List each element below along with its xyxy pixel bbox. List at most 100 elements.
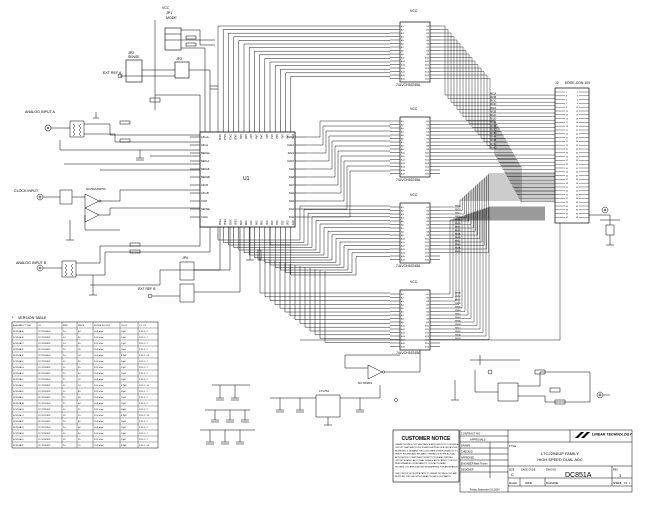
j2-pin-num: 21: [566, 130, 568, 132]
out-net-label-u4: RN4B: [455, 237, 461, 239]
buffer-pin-label-a: A14: [401, 251, 406, 254]
tb-title-line1: LTC2294IUP FAMILY: [541, 451, 579, 456]
bus-line-b2: [264, 259, 390, 298]
u1-right-pin-label: DA10: [288, 159, 295, 163]
j2-pin-num: 45: [566, 175, 568, 177]
j2-pin-num: 61: [566, 206, 568, 208]
buffer-pin-label-b: B5: [426, 308, 429, 310]
tb-title-line2: HIGH SPEED DUAL ADC: [537, 457, 583, 462]
buffer-pin-label-b: B13: [425, 163, 430, 165]
bus-line-b: [233, 216, 390, 248]
version-table-cell: STD 1~7: [139, 331, 148, 333]
u1-top-pin-label: DA0: [286, 134, 289, 139]
buffer-pin-label-b: B14: [425, 166, 430, 168]
buffer-pin-label-a: A16: [401, 258, 406, 261]
out-net-label-u4: RN4C: [455, 241, 461, 243]
buffer-pin-label-b: B9: [426, 149, 429, 151]
u1-top-pin-label: DA8: [244, 134, 247, 139]
version-table-cell: 10.0 ohm: [94, 415, 103, 417]
out-net-label: RN3B: [490, 126, 497, 128]
version-table-cell: 24.9 ohm: [94, 379, 103, 381]
version-table-cell: 12pF: [121, 343, 127, 345]
u1-pin-label: AIN+B: [201, 191, 209, 195]
j2-pin-num: 53: [566, 191, 568, 193]
version-table-header: MPS: [63, 325, 68, 327]
out-net-u4: [440, 189, 555, 225]
sense-label: SENSE: [128, 55, 140, 59]
version-table-cell: STD 1~7: [139, 367, 148, 369]
version-table-cell: LTC2293IUP: [38, 367, 51, 369]
analog-input-b-label: ANALOG INPUT B: [16, 261, 47, 265]
buffer-pin-label-b: B15: [425, 170, 430, 172]
u1-bottom-pin-label: DB4: [265, 220, 268, 225]
u1-bottom-pin-label: DB5: [260, 220, 263, 225]
buffer-pin-label-a: A9: [401, 321, 404, 324]
tb-sheet-label: SHEET: [613, 482, 622, 485]
buffer-pin-label-a: A10: [401, 237, 406, 240]
out-net-label: RN3C: [490, 129, 497, 131]
out-net-label-u4: RN2B: [455, 209, 461, 211]
buffer-pin-label-b: B9: [426, 54, 429, 56]
j2-pin-num-r: 40: [576, 164, 578, 166]
bus-line-a: [280, 68, 390, 120]
u1-bottom-pin-label: DB3: [270, 220, 273, 225]
out-net-label-u5: RN4B: [455, 310, 461, 312]
out-net-label: RN4D: [490, 147, 497, 149]
buffer-pin-label-b: B4: [426, 36, 429, 38]
buffer-pin-label-b: B5: [426, 40, 429, 42]
tb-filename-label: FILENAME: [546, 482, 558, 485]
out-net-u4: [440, 175, 555, 250]
out-net-u5: [440, 213, 545, 316]
tb-engineer-name: Mark Thoren: [474, 463, 488, 466]
j2-pin-num: 33: [566, 153, 568, 155]
u1-pin-label: AIN-B: [201, 183, 208, 187]
j2-pin-num-r: 20: [576, 126, 578, 128]
j2-pin-num-r: 68: [576, 217, 578, 219]
ext-ref-a-label: EXT REF A: [103, 71, 122, 75]
j2-pin-num-r: 62: [576, 206, 578, 208]
version-table-cell: LTC2293IUP: [38, 373, 51, 375]
vcc-u3: VCC: [410, 107, 418, 111]
buffer-pin-label-b: B8: [426, 145, 429, 147]
tb-rev-label: REV: [613, 469, 618, 472]
version-table-cell: 10: [78, 385, 81, 387]
u1-top-pin-label: DA10: [234, 134, 237, 141]
u1-pin-label: REFLB: [201, 167, 210, 171]
version-table-cell: 10: [78, 445, 81, 447]
version-table-cell: DC851A-I: [13, 378, 23, 381]
version-table-cell: STD 1~7: [139, 373, 148, 375]
j2-pin-num: 65: [566, 213, 568, 215]
buffer-pin-label-a: A12: [401, 331, 406, 334]
version-table-cell: 10: [63, 421, 66, 423]
version-table-cell: 10: [63, 415, 66, 417]
u1-bottom-pin-label: DB6: [254, 220, 257, 225]
vcc-u2: VCC: [410, 9, 418, 13]
buffer-pin-label-b: B1: [426, 26, 429, 28]
j2-pin-num: 35: [566, 156, 568, 158]
version-table-cell: 14: [63, 343, 66, 345]
buffer-pin-label-b: B10: [425, 238, 430, 240]
u1-bottom-pin-label: DB8: [244, 220, 247, 225]
bus-line-a: [243, 43, 390, 120]
u1-pin-label: SENSE: [201, 207, 210, 211]
buffer-pin-label-a: A16: [401, 345, 406, 348]
u1-top-pin-label: DA13: [218, 134, 221, 141]
j2-label: J2: [555, 81, 559, 85]
out-net-label: RN1C: [490, 101, 497, 103]
j2-pin-num-r: 16: [576, 118, 578, 120]
bus-line-a: [264, 58, 390, 120]
version-table-cell: 12: [63, 397, 66, 399]
buffer-pin-label-b: B2: [426, 124, 429, 126]
j2-pin-num-r: 48: [576, 179, 578, 181]
power-regulator: [270, 385, 398, 426]
version-table-cell: 12pF: [121, 337, 127, 339]
version-table-cell: 10pF: [121, 421, 127, 423]
version-table-cell: 40: [78, 433, 81, 435]
u1-right-pin-label: DA9: [289, 167, 295, 171]
buffer-pin-label-b: B3: [426, 301, 429, 303]
j2-pin-num: 13: [566, 115, 568, 117]
version-table-cell: 24.9 ohm: [94, 439, 103, 441]
version-table-cell: 80: [78, 331, 81, 333]
buffer-pin-label-a: A10: [401, 324, 406, 327]
